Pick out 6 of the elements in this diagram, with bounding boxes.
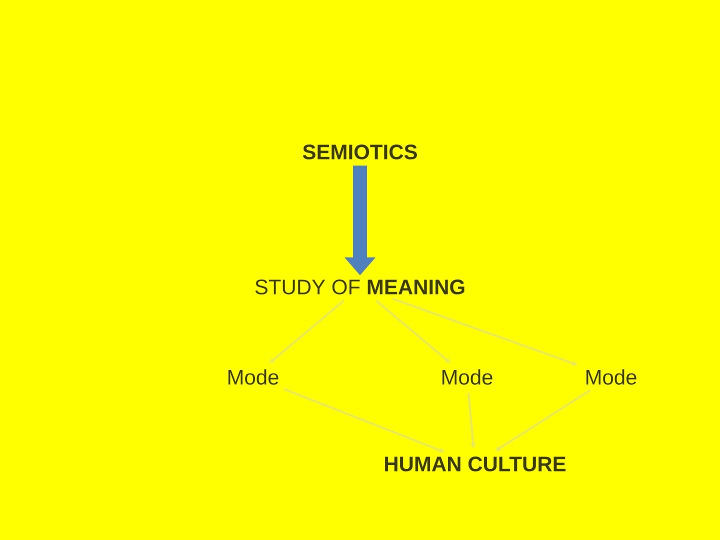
mode-text: Mode xyxy=(228,369,278,385)
heading-text: SEMIOTICS xyxy=(302,144,417,160)
mode-text: Mode xyxy=(586,369,636,385)
mode-text: Mode xyxy=(442,369,492,385)
concept-text: HUMAN CULTURE xyxy=(385,456,566,472)
concept-text: STUDY OF MEANING xyxy=(255,280,464,294)
